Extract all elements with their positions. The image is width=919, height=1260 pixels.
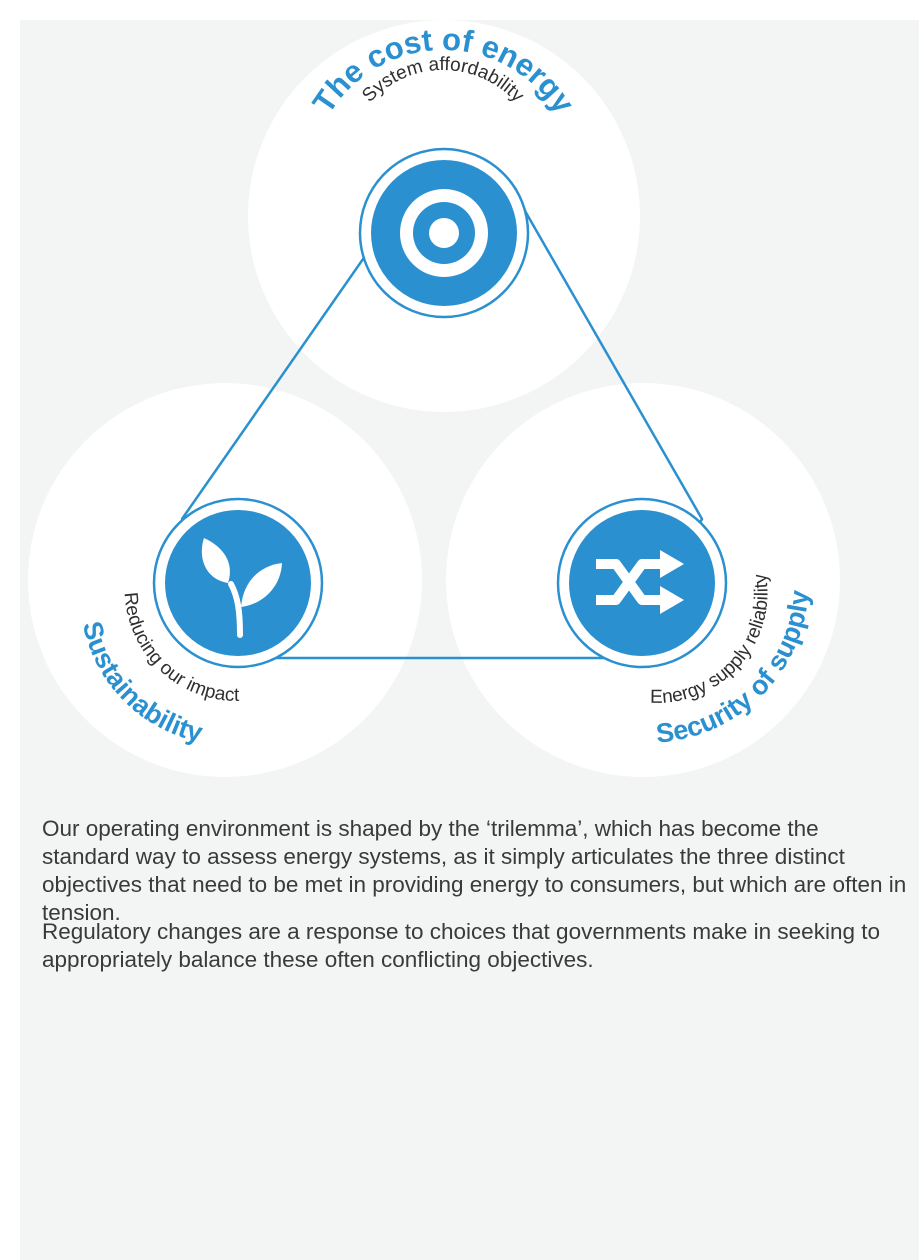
node-cost [358,147,530,319]
target-icon [400,189,488,277]
trilemma-diagram: The cost of energy System affordability … [28,20,840,777]
leaf-sprout-icon [201,538,282,638]
node-sustainability [152,497,324,669]
shuffle-arrows-icon [596,550,684,614]
body-paragraph-1: Our operating environment is shaped by t… [42,816,907,925]
body-paragraph-2: Regulatory changes are a response to cho… [42,919,880,972]
node-security [556,497,728,669]
